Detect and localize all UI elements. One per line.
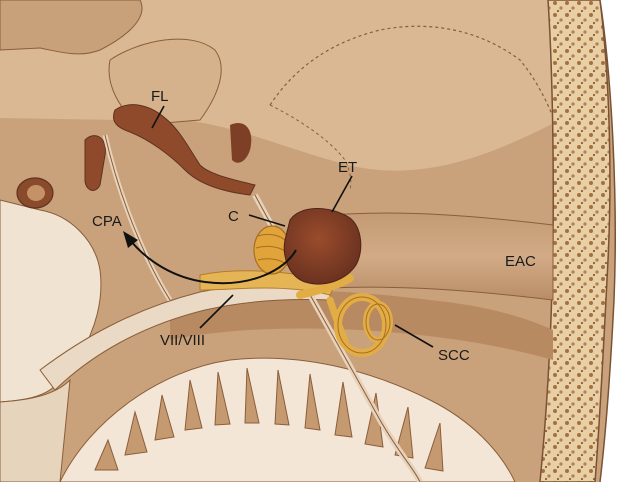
label-scc: SCC xyxy=(438,347,470,364)
label-c: C xyxy=(228,208,239,225)
label-eac: EAC xyxy=(505,253,536,270)
label-et: ET xyxy=(338,159,357,176)
label-fl: FL xyxy=(151,88,169,105)
tumor-mass xyxy=(284,208,361,284)
label-vii-viii: VII/VIII xyxy=(160,332,205,349)
label-cpa: CPA xyxy=(92,213,122,230)
vessel-lumen xyxy=(27,185,45,201)
